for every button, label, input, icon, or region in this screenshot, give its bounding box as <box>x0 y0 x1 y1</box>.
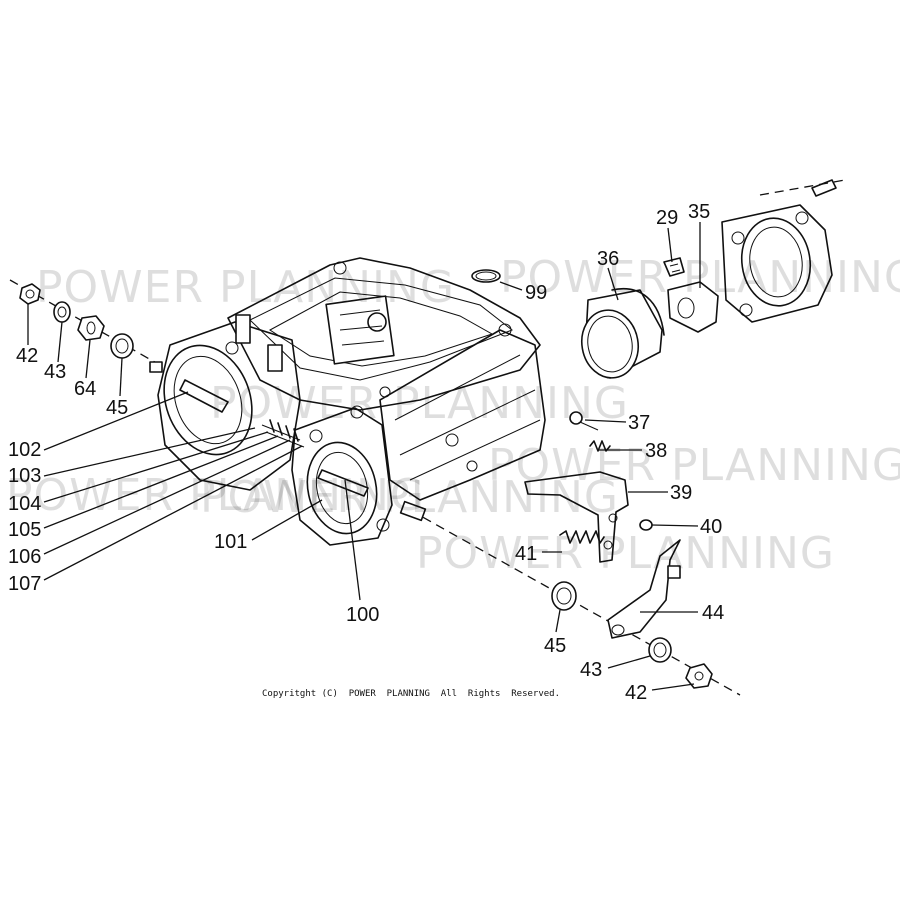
part-label-101: 101 <box>214 531 248 553</box>
part-label-104: 104 <box>8 493 42 515</box>
linkage-hardware <box>524 411 713 689</box>
sensor-assembly <box>663 257 719 333</box>
part-label-107: 107 <box>8 573 42 595</box>
intake-flange <box>721 179 837 323</box>
part-label-45-right: 45 <box>544 635 567 657</box>
part-label-39: 39 <box>670 482 693 504</box>
part-label-64: 64 <box>74 378 97 400</box>
part-label-100: 100 <box>346 604 380 626</box>
part-label-43-right: 43 <box>580 659 603 681</box>
part-label-44: 44 <box>702 602 725 624</box>
part-label-45-left: 45 <box>106 397 129 419</box>
carburetor-body <box>149 257 546 546</box>
part-label-40: 40 <box>700 516 723 538</box>
o-ring <box>471 269 501 283</box>
part-label-99: 99 <box>525 282 548 304</box>
leader-lines <box>27 222 701 691</box>
copyright-notice: Copyritght (C) POWER PLANNING All Rights… <box>262 689 561 699</box>
part-label-105: 105 <box>8 519 42 541</box>
assembly-axis-lines <box>9 179 846 696</box>
part-label-36: 36 <box>597 248 620 270</box>
part-label-43-left: 43 <box>44 361 67 383</box>
part-label-106: 106 <box>8 546 42 568</box>
part-label-37: 37 <box>628 412 651 434</box>
part-label-38: 38 <box>645 440 668 462</box>
part-label-42-right: 42 <box>625 682 648 704</box>
part-label-103: 103 <box>8 465 42 487</box>
part-label-41: 41 <box>515 543 538 565</box>
part-label-35: 35 <box>688 201 711 223</box>
part-label-102: 102 <box>8 439 42 461</box>
part-label-29: 29 <box>656 207 679 229</box>
part-label-42-left: 42 <box>16 345 39 367</box>
sleeve <box>581 288 665 379</box>
